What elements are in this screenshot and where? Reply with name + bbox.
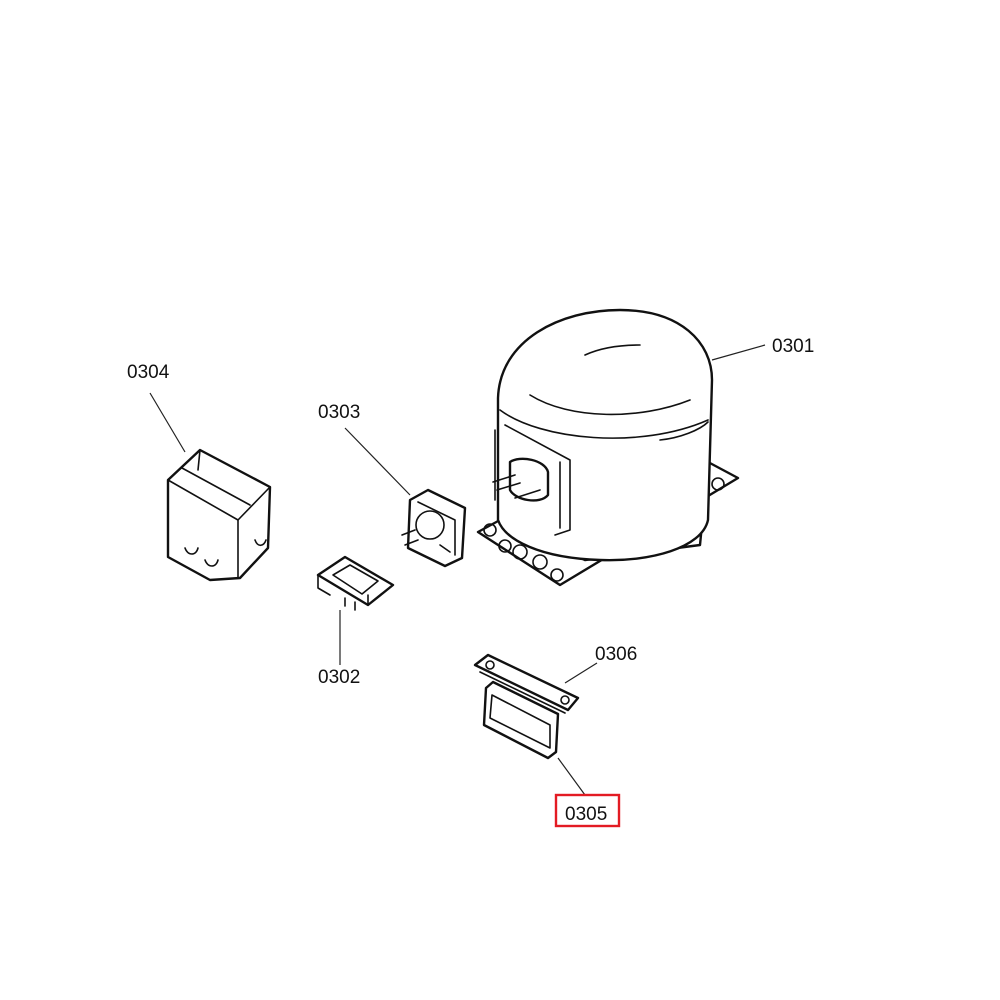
clamp-bracket-0306[interactable] xyxy=(473,653,580,714)
label-0306: 0306 xyxy=(595,644,637,665)
label-0302: 0302 xyxy=(318,667,360,688)
starter-relay-0303[interactable] xyxy=(401,488,467,568)
compressor-0301[interactable] xyxy=(476,308,740,587)
label-0304: 0304 xyxy=(127,362,170,383)
label-0303: 0303 xyxy=(318,402,360,423)
overload-protector-0302[interactable] xyxy=(316,555,395,611)
label-0305: 0305 xyxy=(565,804,607,825)
relay-cover-0304[interactable] xyxy=(166,448,272,582)
leader-lines xyxy=(149,344,766,796)
label-0301: 0301 xyxy=(772,336,814,357)
highlight-box xyxy=(554,793,621,828)
wire-clip-0305[interactable] xyxy=(482,680,560,760)
